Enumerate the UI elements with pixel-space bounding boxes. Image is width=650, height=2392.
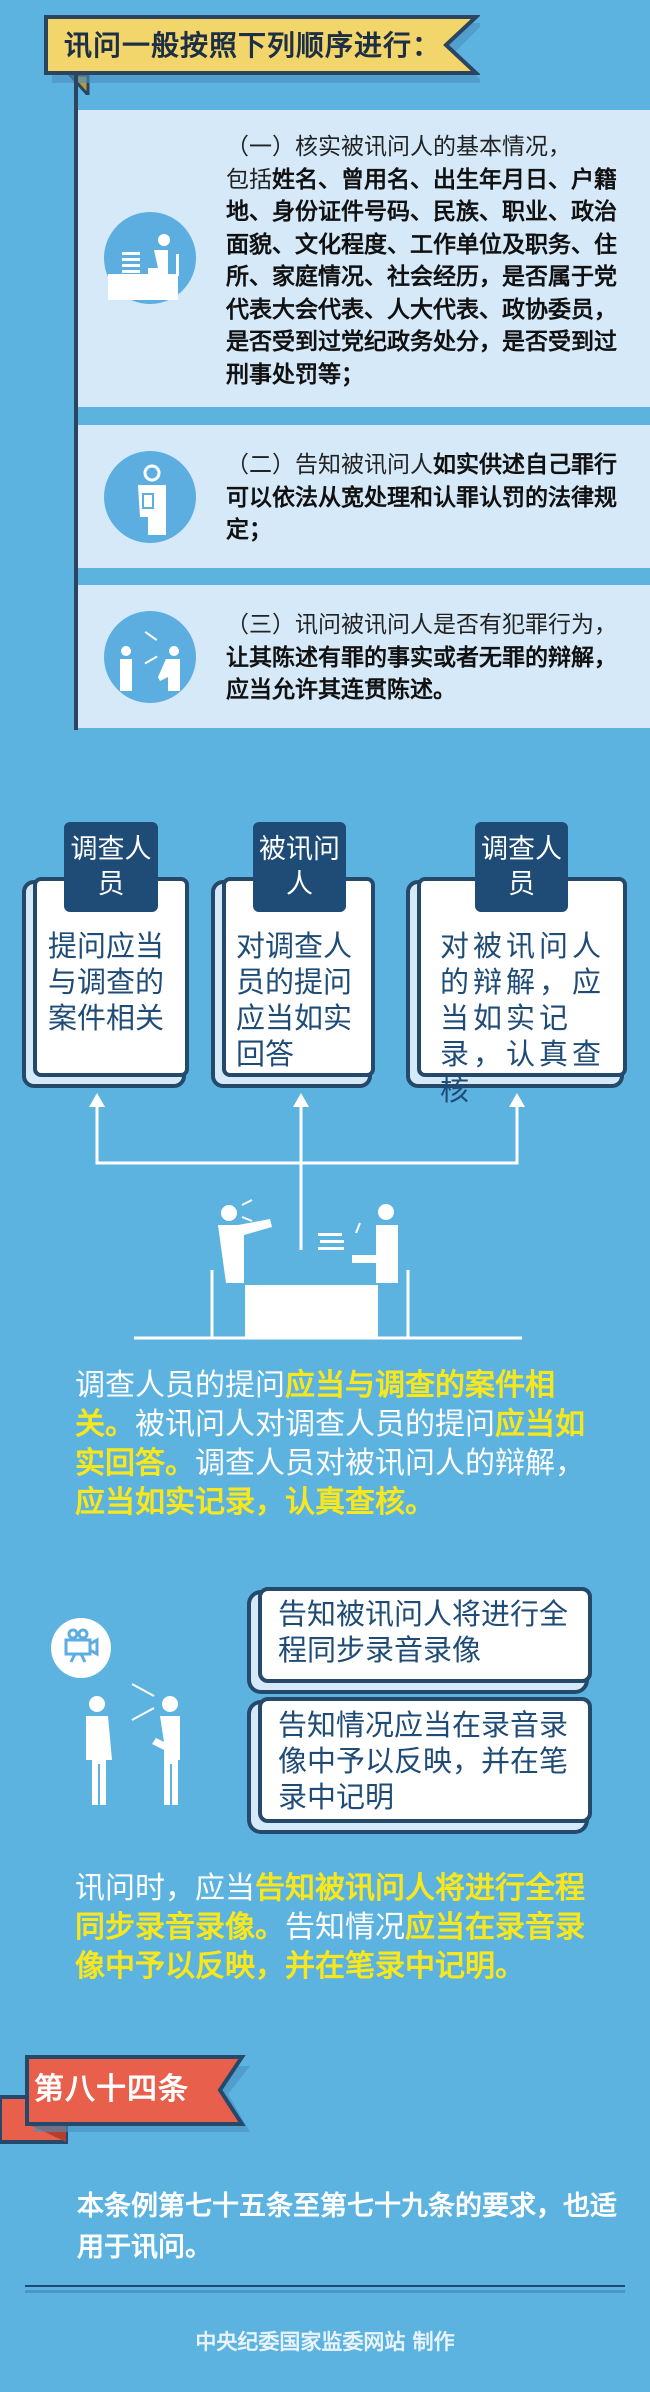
role-tab-2: 被讯问人 bbox=[253, 822, 346, 912]
divider-shadow bbox=[25, 2290, 625, 2293]
step-text-1: （一）核实被讯问人的基本情况，包括姓名、曾用名、出生年月日、户籍地、身份证件号码… bbox=[226, 134, 617, 388]
video-camera-icon bbox=[51, 1618, 111, 1678]
notice-text-2: 告知情况应当在录音录像中予以反映，并在笔录中记明 bbox=[278, 1708, 569, 1814]
role-tab-3: 调查人员 bbox=[475, 822, 568, 912]
section-title: 讯问一般按照下列顺序进行： bbox=[64, 29, 442, 62]
role-text-3: 对被讯问人的辩解，应当如实记录，认真查核 bbox=[440, 929, 606, 1107]
article-ribbon bbox=[0, 2055, 250, 2144]
step-text-2: （二）告知被讯问人如实供述自己罪行可以依法从宽处理和认罪认罚的法律规定； bbox=[226, 452, 617, 543]
interrogation-scene-illustration bbox=[89, 1093, 525, 1340]
two-people-speaking-icon bbox=[86, 1683, 180, 1805]
notice-card-1 bbox=[258, 1587, 592, 1683]
divider bbox=[25, 2285, 625, 2287]
title-banner bbox=[44, 15, 480, 95]
summary-paragraph-2: 讯问时，应当告知被讯问人将进行全程同步录音录像。告知情况应当在录音录像中予以反映… bbox=[75, 1871, 585, 1984]
summary-paragraph-1: 调查人员的提问应当与调查的案件相关。被讯问人对调查人员的提问应当如实回答。调查人… bbox=[75, 1368, 585, 1520]
footer-credit: 中央纪委国家监委网站 制作 bbox=[195, 2329, 455, 2354]
timeline-line bbox=[74, 75, 78, 730]
two-people-talking-icon bbox=[104, 611, 196, 703]
role-text-2: 对调查人员的提问应当如实回答 bbox=[236, 929, 353, 1071]
article-title: 第八十四条 bbox=[34, 2072, 189, 2107]
person-document-icon bbox=[104, 451, 196, 543]
desk-person-icon bbox=[104, 212, 196, 304]
step-text-3: （三）讯问被讯问人是否有犯罪行为，让其陈述有罪的事实或者无罪的辩解，应当允许其连… bbox=[226, 612, 617, 703]
notice-text-1: 告知被讯问人将进行全程同步录音录像 bbox=[278, 1597, 569, 1667]
article-body: 本条例第七十五条至第七十九条的要求，也适用于讯问。 bbox=[77, 2191, 617, 2263]
role-text-1: 提问应当与调查的案件相关 bbox=[48, 929, 165, 1035]
notice-card-2 bbox=[258, 1697, 592, 1823]
role-tab-1: 调查人员 bbox=[64, 822, 158, 912]
